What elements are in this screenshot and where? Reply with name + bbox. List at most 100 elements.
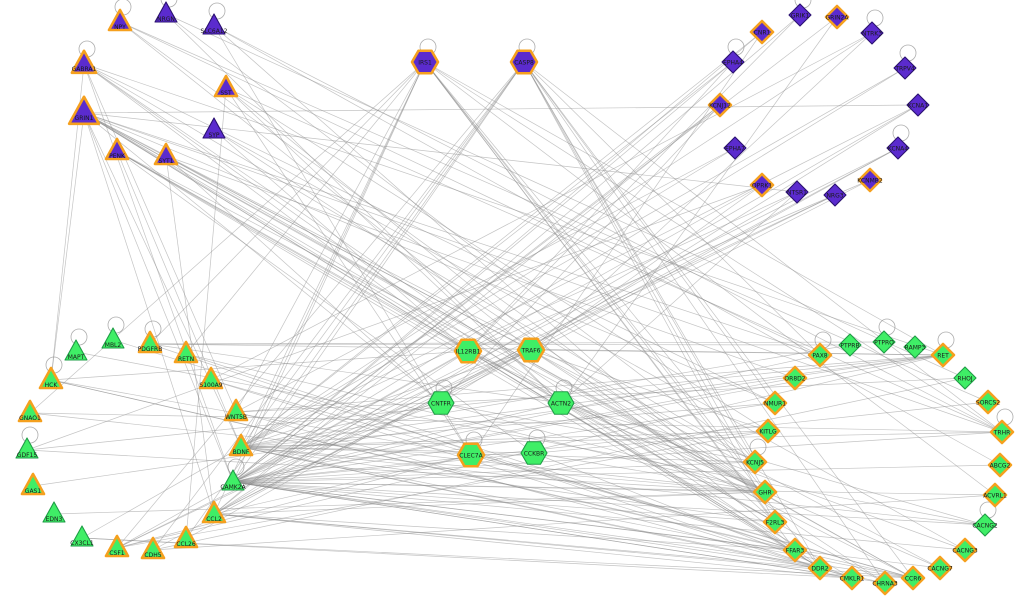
edge-CAMK2A-NMUR1: [232, 402, 776, 483]
edge-CNTFR-KCNJ5: [440, 402, 756, 463]
node-F2RL3[interactable]: F2RL3: [762, 509, 788, 535]
node-CACNG2[interactable]: CACNG2: [972, 513, 998, 537]
node-TRAF6[interactable]: TRAF6: [516, 337, 546, 363]
edge-IRS1-WNT5B: [235, 61, 426, 413]
node-SST[interactable]: SST: [213, 74, 239, 98]
edge-WNT5B-DDR2: [235, 411, 821, 569]
purple-triangle-shape: [104, 137, 130, 161]
node-CASP8[interactable]: CASP8: [509, 49, 539, 75]
edge-SLC6A12-ABCG2: [213, 25, 1001, 466]
node-CCKBR[interactable]: CCKBR: [520, 441, 548, 465]
green-triangle-shape: [173, 340, 199, 364]
edge-PDGFRB-PTPRO: [149, 341, 885, 345]
node-KITLG[interactable]: KITLG: [755, 418, 781, 444]
purple-diamond-shape: [788, 3, 812, 27]
green-diamond-shape: [903, 335, 927, 359]
edge-CASP8-PAX8: [523, 61, 821, 356]
self-loop-edge-KCNA4: [892, 124, 910, 142]
green-diamond-shape: [900, 565, 926, 591]
edge-CASP8-CCR6: [523, 61, 914, 579]
edge-NPY-GHR: [119, 21, 766, 493]
purple-hexagon-shape: [509, 49, 539, 75]
green-hexagon-shape: [516, 337, 546, 363]
edge-NRGN-KCNJ5: [165, 13, 756, 463]
edge-CASP8-TRHR: [523, 61, 1003, 433]
node-CACNG7[interactable]: CACNG7: [927, 555, 953, 581]
purple-diamond-shape: [721, 50, 745, 74]
edge-IL12RB1-HCK: [50, 350, 469, 381]
node-GRIN1[interactable]: GRIN1: [67, 95, 101, 126]
edge-CAMK2A-KCNJ5: [232, 461, 756, 483]
green-triangle-shape: [198, 366, 224, 390]
node-IL12RB1[interactable]: IL12RB1: [453, 338, 483, 364]
purple-triangle-shape: [213, 74, 239, 98]
node-TRHR[interactable]: TRHR: [989, 419, 1015, 445]
node-CX3CL1[interactable]: CX3CL1: [70, 525, 94, 547]
edge-KCNJ12-CNTFR: [440, 104, 721, 404]
edge-SYT1-OR8D2: [165, 155, 796, 379]
edge-GRIN1-CCL2: [83, 112, 215, 515]
node-GNAO1[interactable]: GNAO1: [17, 399, 43, 423]
purple-diamond-shape: [824, 4, 850, 30]
edge-TRPV4-CX3CL1: [81, 67, 906, 539]
node-ACVRL1[interactable]: ACVRL1: [982, 482, 1008, 508]
node-ABCG2[interactable]: ABCG2: [987, 452, 1013, 478]
node-PENK[interactable]: PENK: [104, 137, 130, 161]
node-EPHA7[interactable]: EPHA7: [723, 136, 747, 160]
node-CACNG3[interactable]: CACNG3: [952, 537, 978, 563]
edge-CNR1-CAMK2A: [232, 31, 763, 483]
edge-GABRA1-IL12RB1: [83, 63, 469, 352]
edge-WNT5B-RET: [235, 354, 944, 413]
node-CNR1[interactable]: CNR1: [749, 19, 775, 45]
edge-SST-CCL26: [185, 87, 227, 540]
green-diamond-shape: [755, 418, 781, 444]
purple-diamond-shape: [906, 93, 930, 117]
node-SLC6A12[interactable]: SLC6A12: [201, 13, 228, 35]
edge-CLEC7A-CCL2: [213, 454, 472, 515]
node-KCNA1[interactable]: KCNA1: [906, 93, 930, 117]
node-TRPV4[interactable]: TRPV4: [893, 56, 917, 80]
node-CCR6[interactable]: CCR6: [900, 565, 926, 591]
edge-CASP8-CAMK2A: [232, 61, 525, 483]
node-S100A9[interactable]: S100A9: [198, 366, 224, 390]
edge-CAMK2A-CACNG7: [232, 481, 941, 569]
edge-PENK-BDNF: [116, 150, 242, 448]
green-triangle-shape: [42, 501, 66, 523]
node-GAS1[interactable]: GAS1: [20, 472, 46, 496]
node-KCNA4[interactable]: KCNA4: [886, 136, 910, 160]
node-EPHA4[interactable]: EPHA4: [721, 50, 745, 74]
node-NMUR1[interactable]: NMUR1: [762, 390, 788, 416]
self-loop-edge-NTRK3: [866, 9, 884, 27]
green-triangle-shape: [20, 472, 46, 496]
green-triangle-shape: [64, 339, 88, 361]
node-OPRK1[interactable]: OPRK1: [749, 172, 775, 198]
node-EDN3[interactable]: EDN3: [42, 501, 66, 523]
node-PTPRB[interactable]: PTPRB: [838, 333, 862, 357]
edge-GRIN1-PAX8: [83, 112, 821, 356]
node-IRS1[interactable]: IRS1: [410, 49, 440, 75]
node-GRIN2A[interactable]: GRIN2A: [824, 4, 850, 30]
green-triangle-shape: [101, 327, 125, 349]
green-diamond-shape: [927, 555, 953, 581]
edge-SST-TRHR: [225, 87, 1003, 433]
node-RETN[interactable]: RETN: [173, 340, 199, 364]
edge-IL12RB1-GHR: [467, 350, 766, 493]
node-CLEC7A[interactable]: CLEC7A: [456, 442, 486, 468]
edge-IRS1-CCL2: [213, 61, 426, 515]
node-NTRK3[interactable]: NTRK3: [860, 21, 884, 45]
edge-EPHA4-IL12RB1: [467, 61, 734, 352]
edge-IRS1-RETN: [185, 61, 426, 355]
edge-NPY-TRAF6: [119, 21, 532, 351]
edge-IRS1-GHR: [424, 61, 766, 493]
purple-diamond-shape: [749, 172, 775, 198]
node-KCNMB2[interactable]: KCNMB2: [857, 167, 883, 193]
node-SORCS2[interactable]: SORCS2: [975, 389, 1001, 415]
self-loop-edge-MAPT: [70, 328, 88, 346]
edge-CASP8-DDR2: [523, 61, 821, 569]
edge-SLC6A12-TRHR: [213, 25, 1003, 433]
edge-IL12RB1-CSF1: [116, 350, 469, 549]
node-RET[interactable]: RET: [930, 342, 956, 368]
node-WNT5B[interactable]: WNT5B: [223, 398, 249, 422]
node-RHOJ[interactable]: RHOJ: [953, 366, 977, 390]
